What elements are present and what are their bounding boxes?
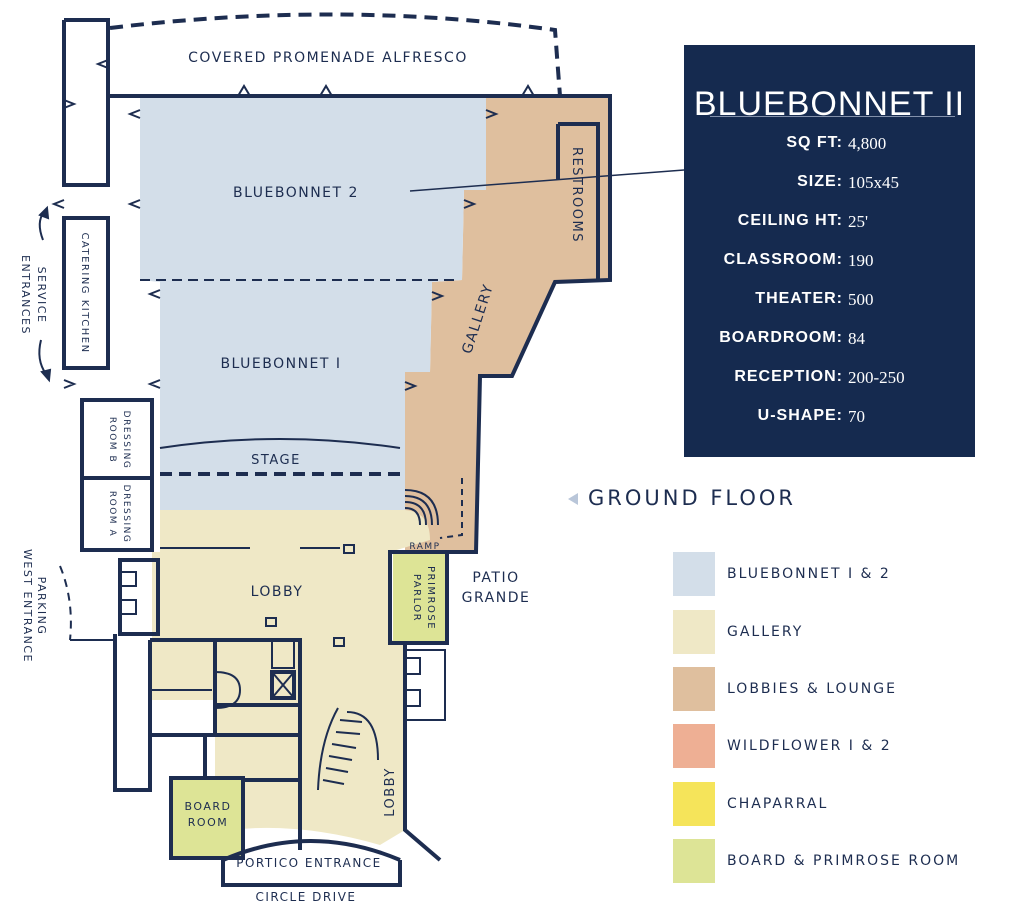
label-portico: PORTICO ENTRANCE [236, 856, 382, 870]
legend-label: BLUEBONNET I & 2 [727, 566, 891, 582]
label-catering-kitchen: CATERING KITCHEN [79, 232, 90, 353]
spec-value: 500 [848, 290, 874, 309]
legend-label: LOBBIES & LOUNGE [727, 681, 897, 697]
room-info-card: BLUEBONNET II SQ FT: 4,800 SIZE: 105x45 … [684, 45, 975, 457]
legend-label: GALLERY [727, 624, 804, 640]
legend-label: BOARD & PRIMROSE ROOM [727, 853, 961, 869]
spec-value: 4,800 [848, 134, 887, 153]
lobby-area [152, 510, 430, 845]
spec-value: 105x45 [848, 173, 899, 192]
label-parking-line1: PARKING [35, 577, 48, 636]
legend-item: CHAPARRAL [673, 782, 1013, 826]
floor-plan-walls [62, 18, 612, 887]
spec-label: U-SHAPE: [757, 407, 843, 424]
spec-label: BOARDROOM: [719, 329, 843, 346]
spec-value: 200-250 [848, 368, 905, 387]
label-lobby-main: LOBBY [251, 584, 304, 600]
legend-swatch [673, 782, 715, 826]
legend-swatch [673, 724, 715, 768]
legend-item: BOARD & PRIMROSE ROOM [673, 839, 1013, 883]
legend-swatch [673, 552, 715, 596]
room-title: BLUEBONNET II [693, 85, 966, 123]
title-divider [710, 116, 955, 117]
spec-row: THEATER: 500 [684, 290, 975, 312]
label-circle-drive: CIRCLE DRIVE [255, 890, 356, 904]
spec-label: CEILING HT: [737, 212, 843, 229]
label-bluebonnet-2: BLUEBONNET 2 [233, 185, 359, 201]
spec-value: 84 [848, 329, 865, 348]
label-dressing-b-line1: DRESSING [121, 411, 131, 470]
spec-value: 25' [848, 212, 869, 231]
interior-lines [51, 12, 562, 791]
board-room-area [173, 780, 241, 857]
label-lobby-south: LOBBY [383, 767, 398, 817]
legend-item: GALLERY [673, 610, 1013, 654]
service-arrows [38, 205, 52, 383]
triangle-marker-icon [568, 493, 578, 505]
label-patio-line2: GRANDE [462, 590, 531, 606]
legend-swatch [673, 839, 715, 883]
legend-swatch [673, 610, 715, 654]
primrose-parlor-area [393, 553, 445, 641]
legend-swatch [673, 667, 715, 711]
spec-row: SIZE: 105x45 [684, 173, 975, 195]
label-parking-line2: WEST ENTRANCE [21, 549, 34, 663]
label-service-line2: ENTRANCES [19, 255, 32, 335]
floor-heading: GROUND FLOOR [568, 486, 796, 510]
spec-label: SQ FT: [786, 134, 843, 151]
spec-row: CLASSROOM: 190 [684, 251, 975, 273]
legend-item: BLUEBONNET I & 2 [673, 552, 1013, 596]
spec-label: RECEPTION: [734, 368, 843, 385]
spec-label: THEATER: [755, 290, 843, 307]
legend-item: WILDFLOWER I & 2 [673, 724, 1013, 768]
label-ramp: RAMP [409, 542, 440, 552]
spec-row: SQ FT: 4,800 [684, 134, 975, 156]
spec-value: 70 [848, 407, 865, 426]
spec-row: U-SHAPE: 70 [684, 407, 975, 429]
leader-line [409, 169, 685, 192]
label-bluebonnet-1: BLUEBONNET I [220, 356, 341, 372]
label-dressing-b-line2: ROOM B [107, 417, 117, 463]
legend-item: LOBBIES & LOUNGE [673, 667, 1013, 711]
label-board-line2: ROOM [188, 816, 228, 829]
gallery-area [405, 98, 610, 552]
spec-label: SIZE: [797, 173, 843, 190]
label-patio-line1: PATIO [472, 570, 519, 586]
bluebonnet-area [140, 98, 486, 510]
spec-row: CEILING HT: 25' [684, 212, 975, 234]
label-dressing-a-line2: ROOM A [107, 491, 117, 537]
label-stage: STAGE [251, 453, 301, 468]
legend-label: WILDFLOWER I & 2 [727, 738, 892, 754]
label-promenade: COVERED PROMENADE ALFRESCO [188, 50, 468, 66]
legend-label: CHAPARRAL [727, 796, 829, 812]
label-board-line1: BOARD [185, 800, 232, 813]
label-dressing-a-line1: DRESSING [121, 485, 131, 544]
spec-label: CLASSROOM: [723, 251, 843, 268]
floor-label: GROUND FLOOR [588, 486, 796, 510]
spec-value: 190 [848, 251, 874, 270]
label-service-line1: SERVICE [35, 267, 48, 324]
label-primrose-line1: PRIMROSE [425, 566, 436, 630]
spec-row: BOARDROOM: 84 [684, 329, 975, 351]
label-restrooms: RESTROOMS [569, 147, 584, 243]
spec-row: RECEPTION: 200-250 [684, 368, 975, 390]
label-primrose-line2: PARLOR [411, 574, 422, 622]
